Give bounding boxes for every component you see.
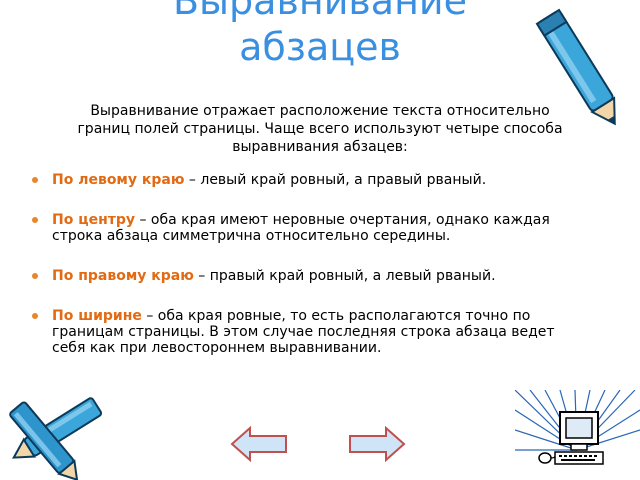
- list-item-text: – оба края имеют неровные очертания, одн…: [52, 212, 550, 244]
- pencils-icon: [9, 397, 103, 480]
- list-item-text: – правый край ровный, а левый рваный.: [193, 268, 496, 284]
- list-item-text: – оба края ровные, то есть располагаются…: [52, 308, 555, 356]
- list-item: По центру – оба края имеют неровные очер…: [32, 212, 592, 244]
- list-item-term: По правому краю: [52, 268, 194, 284]
- computer-icon: [515, 390, 640, 465]
- list-item-text: – левый край ровный, а правый рваный.: [184, 172, 487, 188]
- pencil-icon: [535, 8, 616, 126]
- list-item-term: По ширине: [52, 308, 142, 324]
- list-item: По ширине – оба края ровные, то есть рас…: [32, 308, 592, 356]
- list-item-term: По центру: [52, 212, 136, 228]
- arrow-left-icon[interactable]: [230, 426, 288, 462]
- slide-title: Выравнивание абзацев: [172, 0, 468, 69]
- alignment-list: По левому краю – левый край ровный, а пр…: [32, 172, 592, 356]
- intro-paragraph: Выравнивание отражает расположение текст…: [77, 103, 563, 155]
- list-item: По левому краю – левый край ровный, а пр…: [32, 172, 592, 188]
- arrow-right-icon[interactable]: [348, 426, 406, 462]
- list-item-term: По левому краю: [52, 172, 185, 188]
- list-item: По правому краю – правый край ровный, а …: [32, 268, 592, 284]
